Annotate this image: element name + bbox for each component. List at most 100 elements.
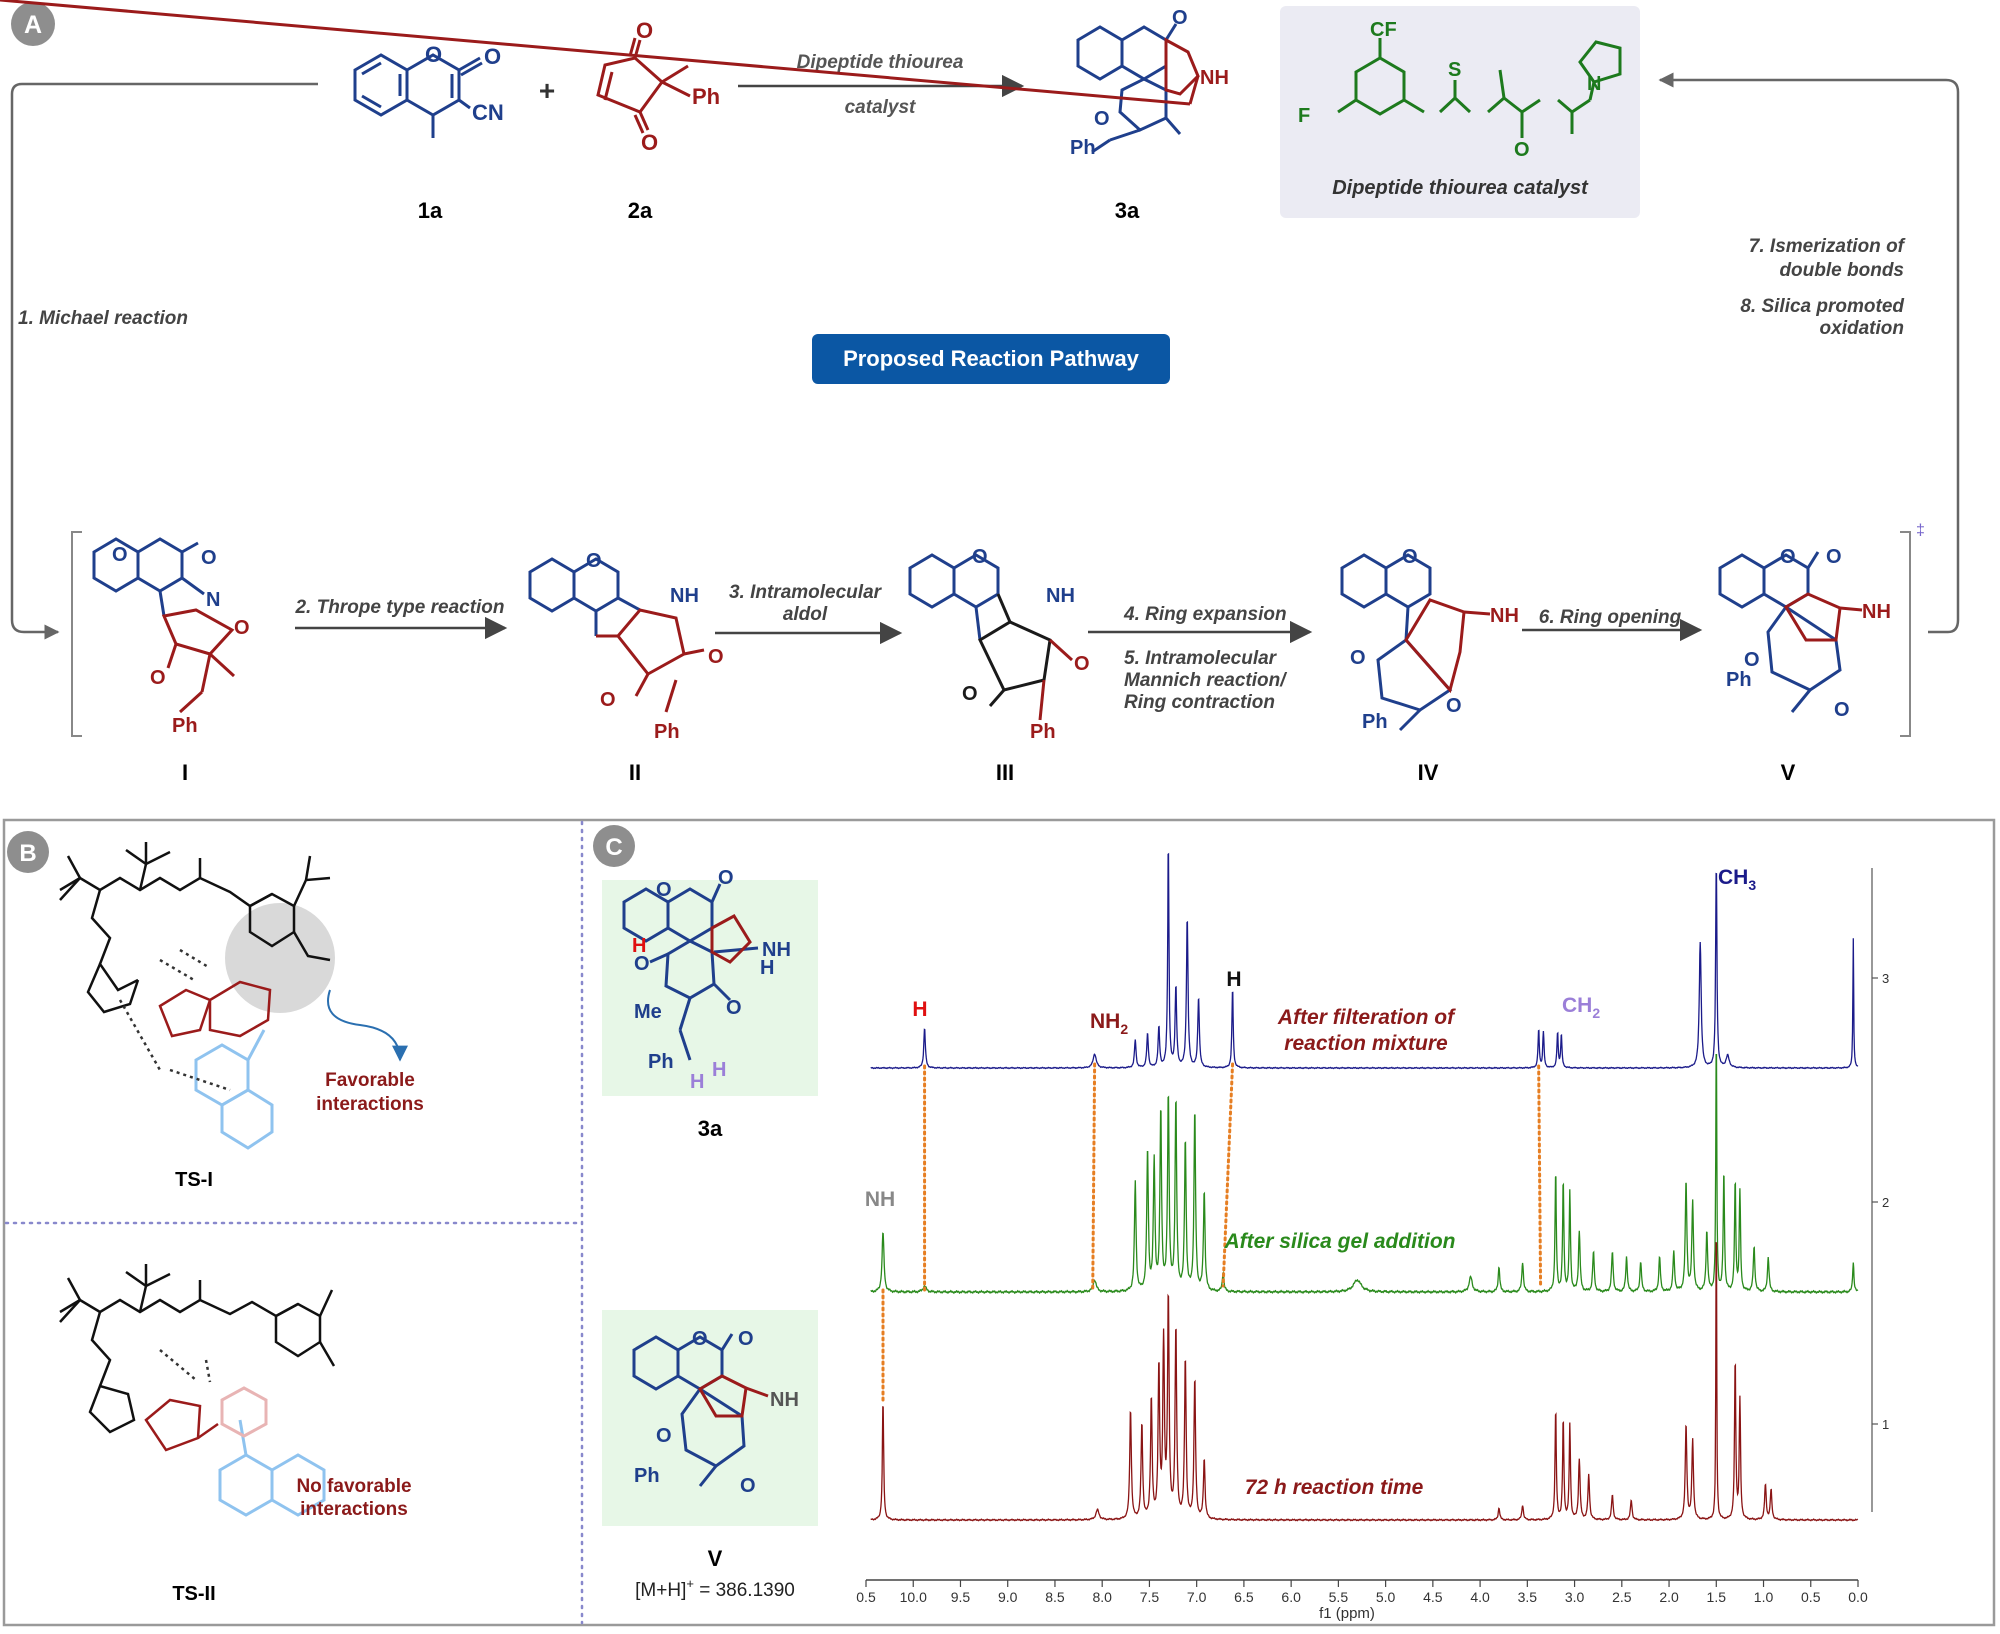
intermediate-label-I: I <box>182 760 188 785</box>
x-tick-label: 7.0 <box>1187 1589 1207 1605</box>
atom-o: O <box>708 646 724 668</box>
atom-o: O <box>718 867 734 889</box>
highlight-h: H <box>690 1071 704 1093</box>
atom-o: O <box>1350 647 1366 669</box>
panel-b-badge <box>7 831 49 873</box>
catalyst-structure <box>1337 38 1622 138</box>
atom-s: S <box>1448 59 1461 81</box>
step-2-label: 2. Thrope type reaction <box>294 597 504 618</box>
step-3-label-line1: 3. Intramolecular <box>729 582 883 603</box>
label-ph: Ph <box>172 715 198 737</box>
atom-o: O <box>600 689 616 711</box>
step-6-label: 6. Ring opening <box>1539 607 1682 628</box>
pathway-badge <box>812 334 1170 384</box>
atom-o: O <box>1744 649 1760 671</box>
x-tick-label: 2.0 <box>1659 1589 1679 1605</box>
atom-o: O <box>656 879 672 901</box>
atom-o: O <box>1402 546 1418 568</box>
y-tick-label: 1 <box>1882 1417 1889 1432</box>
lower-frame <box>2 818 1996 1627</box>
atom-o: O <box>740 1475 756 1497</box>
label-nh: NH <box>1046 585 1075 607</box>
atom-n: N <box>1587 73 1601 95</box>
catalyst-box <box>1280 6 1640 218</box>
label-ph: Ph <box>648 1051 674 1073</box>
compound-3a-structure <box>0 0 1200 154</box>
structure-3a-label: 3a <box>698 1116 723 1141</box>
step-1-label: 1. Michael reaction <box>18 308 188 329</box>
peak-label-h-vinyl: H <box>1226 968 1241 991</box>
atom-o: O <box>1826 546 1842 568</box>
pathway-badge-label: Proposed Reaction Pathway <box>843 346 1140 371</box>
x-tick-label: 2.5 <box>1612 1589 1632 1605</box>
atom-o: O <box>234 617 250 639</box>
label-cn: CN <box>472 100 504 125</box>
trace-mid-label: After silica gel addition <box>1223 1230 1455 1253</box>
atom-o: O <box>1074 653 1090 675</box>
arrow-label-top: Dipeptide thiourea <box>797 52 964 73</box>
no-favorable-label-line1: No favorable <box>296 1476 411 1497</box>
atom-o: O <box>641 130 658 155</box>
x-tick-label: 4.5 <box>1423 1589 1443 1605</box>
structure-V-label: V <box>708 1546 723 1571</box>
no-favorable-label-line2: interactions <box>300 1499 408 1520</box>
label-ph: Ph <box>1070 137 1096 159</box>
panel-b: B <box>7 831 424 1605</box>
highlight-h: H <box>632 935 646 957</box>
peak-label-nh: NH <box>865 1188 895 1211</box>
loop-arrow-left <box>10 82 318 640</box>
trace-bot-label: 72 h reaction time <box>1245 1476 1424 1499</box>
compound-2a-structure <box>596 37 691 134</box>
trace-top-label-line1: After filteration of <box>1277 1006 1456 1029</box>
arrow-label-bottom: catalyst <box>845 97 916 118</box>
label-me: Me <box>634 1001 662 1023</box>
step-5-label-line1: 5. Intramolecular <box>1124 648 1278 669</box>
step-7-label-line2: double bonds <box>1779 260 1904 281</box>
atom-o: O <box>738 1328 754 1350</box>
bracket-left <box>71 531 82 737</box>
peak-label-ch3: CH3 <box>1718 866 1756 893</box>
intermediate-label-II: II <box>629 760 641 785</box>
x-tick-label: 1.5 <box>1707 1589 1727 1605</box>
correlation-line <box>1221 1062 1235 1288</box>
atom-o: O <box>636 18 653 43</box>
atom-o: O <box>484 44 501 69</box>
label-nh: NH <box>1862 601 1891 623</box>
atom-o: O <box>1780 546 1796 568</box>
label-nh: NH <box>670 585 699 607</box>
spectrum-trace-top <box>870 852 1859 1070</box>
atom-o: O <box>962 683 978 705</box>
x-tick-label: 6.5 <box>1234 1589 1254 1605</box>
x-tick-label: 5.0 <box>1376 1589 1396 1605</box>
step-5-label-line3: Ring contraction <box>1124 692 1275 713</box>
ts-II-structure <box>59 1264 336 1517</box>
atom-o: O <box>586 550 602 572</box>
structure-3a-c <box>622 883 759 1061</box>
spectrum-trace-middle <box>870 1053 1859 1295</box>
atom-o: O <box>425 42 442 67</box>
intermediate-V-structure <box>1718 551 1863 713</box>
favorable-label-line2: interactions <box>316 1094 424 1115</box>
dagger: ‡ <box>1916 522 1925 539</box>
intermediate-I-structure <box>92 537 236 714</box>
x-tick-label: 9.0 <box>998 1589 1018 1605</box>
panel-c: C O O NH H O H Me O Ph <box>593 825 1889 1622</box>
atom-h: H <box>760 957 774 979</box>
atom-o: O <box>112 544 128 566</box>
loop-arrow-right <box>1658 72 1960 634</box>
step-7-label-line1: 7. Ismerization of <box>1749 236 1906 257</box>
structure-V-c <box>632 1333 769 1487</box>
peak-label-ch2: CH2 <box>1562 994 1600 1021</box>
step-5-label-line2: Mannich reaction/ <box>1124 670 1287 691</box>
panel-a-badge <box>11 2 55 46</box>
label-nh2: NH <box>762 939 791 961</box>
label-nh2: NH <box>1200 67 1229 89</box>
atom-o: O <box>1834 699 1850 721</box>
intermediate-label-III: III <box>996 760 1014 785</box>
label-cf3: CF <box>1370 19 1397 41</box>
step-3-label-line2: aldol <box>783 604 828 625</box>
label-ph: Ph <box>1726 669 1752 691</box>
panel-a-label: A <box>24 11 42 39</box>
label-ph: Ph <box>1362 711 1388 733</box>
